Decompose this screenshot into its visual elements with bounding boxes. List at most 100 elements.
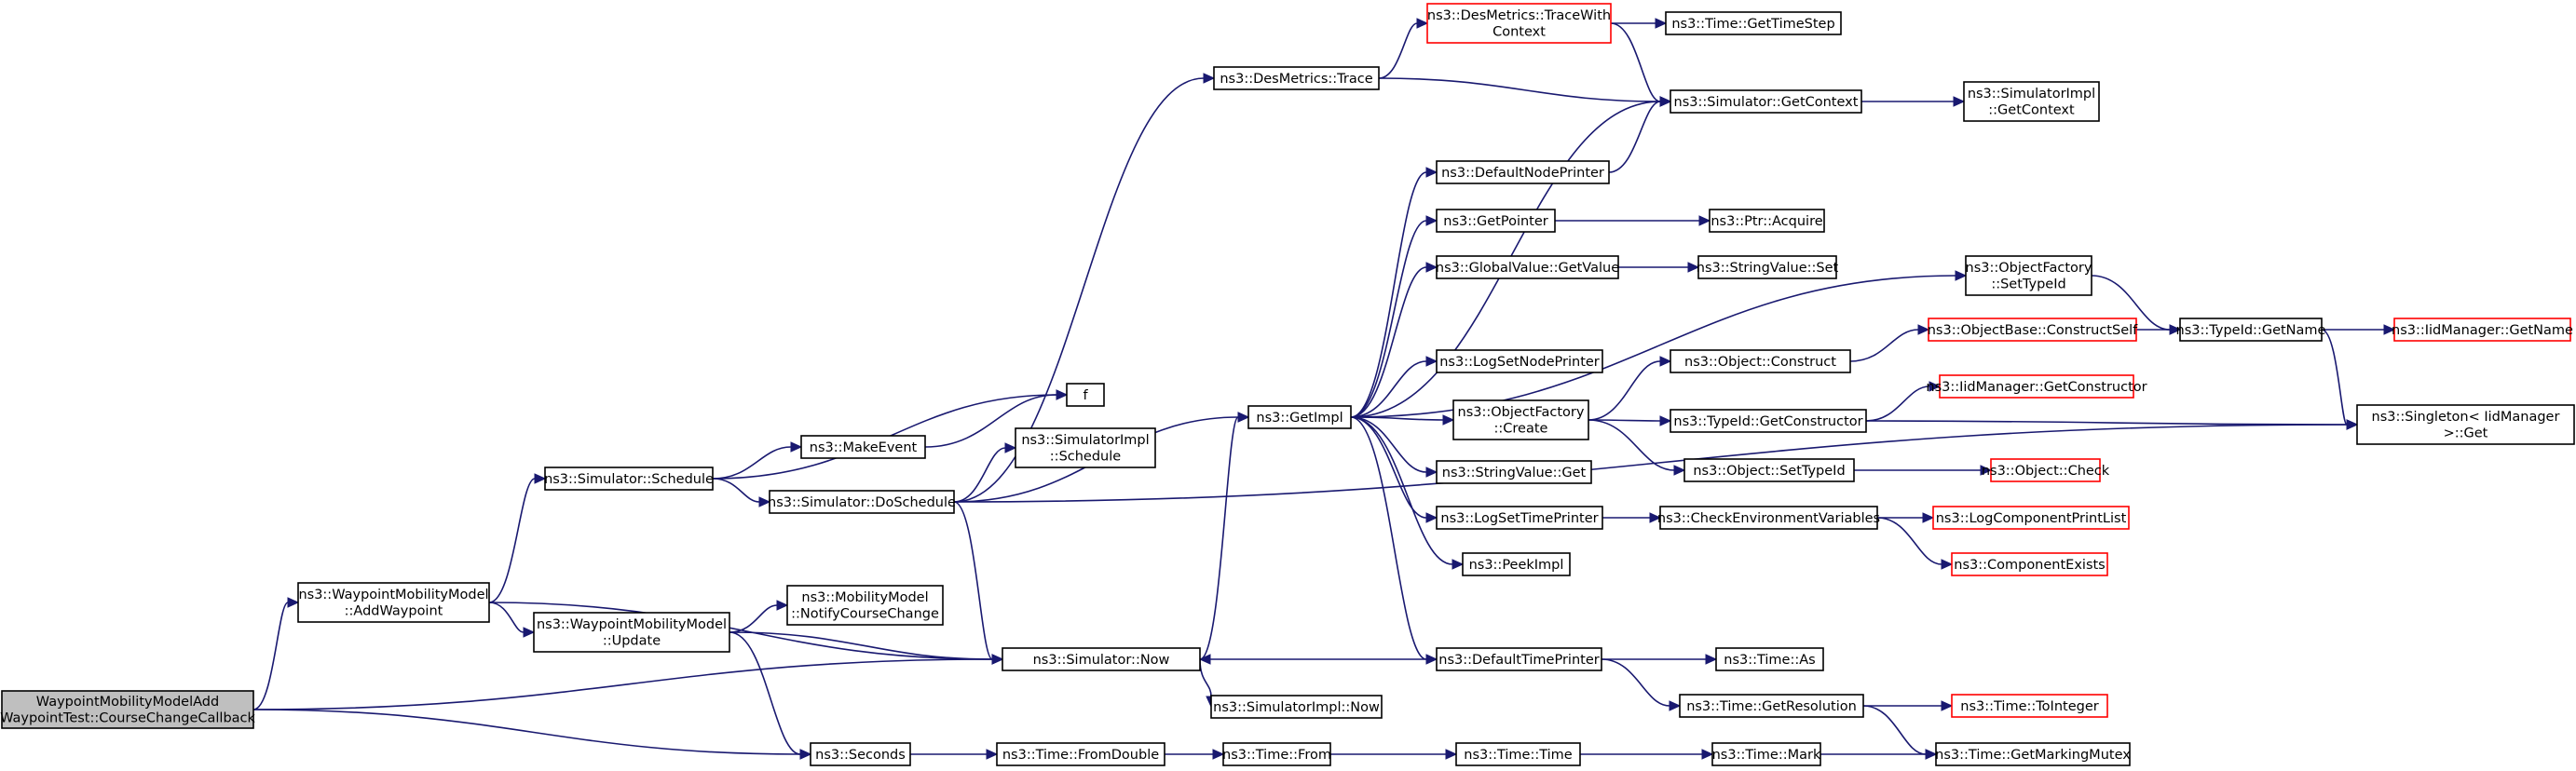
node-label: ns3::Time::ToInteger <box>1960 699 2098 714</box>
node-ptracquire[interactable]: ns3::Ptr::Acquire <box>1709 209 1825 233</box>
node-logcomponentprintlist[interactable]: ns3::LogComponentPrintList <box>1932 506 2130 530</box>
node-componentexists[interactable]: ns3::ComponentExists <box>1951 552 2108 576</box>
edge-destracectx-to-gettimestep <box>1611 18 1668 29</box>
call-edges <box>252 18 2396 760</box>
edge-getconstructor-to-iidgetconstructor <box>1865 381 1942 422</box>
node-logsettimeprinter[interactable]: ns3::LogSetTimePrinter <box>1436 506 1603 530</box>
arrowhead-icon <box>1649 512 1662 523</box>
edge-doschedule-to-destrace <box>953 73 1216 503</box>
node-timeas[interactable]: ns3::Time::As <box>1715 647 1824 671</box>
node-globalvalue[interactable]: ns3::GlobalValue::GetValue <box>1436 255 1619 279</box>
node-label: ns3::LogSetNodePrinter <box>1439 355 1600 370</box>
node-defaulttimeprinter[interactable]: ns3::DefaultTimePrinter <box>1436 647 1602 671</box>
node-box <box>800 435 926 459</box>
node-getpointer[interactable]: ns3::GetPointer <box>1436 209 1556 233</box>
node-iidgetconstructor[interactable]: ns3::IidManager::GetConstructor <box>1926 374 2147 399</box>
node-objectconstruct[interactable]: ns3::Object::Construct <box>1670 349 1851 373</box>
node-label: ns3::WaypointMobilityModel <box>537 617 727 632</box>
node-label: ns3::LogSetTimePrinter <box>1440 511 1598 526</box>
node-typeidgetname[interactable]: ns3::TypeId::GetName <box>2176 318 2326 342</box>
edge-line <box>712 478 760 503</box>
node-tointeger[interactable]: ns3::Time::ToInteger <box>1951 694 2108 718</box>
arrowhead-icon <box>1452 559 1465 570</box>
node-time[interactable]: ns3::Time::Time <box>1455 742 1581 766</box>
edge-line <box>1876 517 1942 565</box>
node-root[interactable]: WaypointMobilityModelAddWaypointTest::Co… <box>0 690 256 729</box>
node-addwaypoint[interactable]: ns3::WaypointMobilityModel::AddWaypoint <box>297 582 490 623</box>
node-box <box>1963 81 2100 122</box>
node-makeevent[interactable]: ns3::MakeEvent <box>800 435 926 459</box>
node-objfactorysettypeid[interactable]: ns3::ObjectFactory::SetTypeId <box>1965 255 2092 296</box>
node-fromdouble[interactable]: ns3::Time::FromDouble <box>996 742 1165 766</box>
node-seconds[interactable]: ns3::Seconds <box>810 742 911 766</box>
node-objectcheck[interactable]: ns3::Object::Check <box>1982 458 2110 482</box>
node-label: ns3::Time::FromDouble <box>1002 748 1159 763</box>
node-objectsettypeid[interactable]: ns3::Object::SetTypeId <box>1683 458 1855 482</box>
node-label: >::Get <box>2444 426 2488 441</box>
node-destrace[interactable]: ns3::DesMetrics::Trace <box>1213 66 1380 90</box>
node-box <box>1683 458 1855 482</box>
node-checkenv[interactable]: ns3::CheckEnvironmentVariables <box>1657 506 1880 530</box>
edge-getpointer-to-ptracquire <box>1555 215 1711 226</box>
node-getcontext[interactable]: ns3::Simulator::GetContext <box>1670 89 1862 114</box>
arrowhead-icon <box>1425 167 1438 178</box>
node-logsetnodeprinter[interactable]: ns3::LogSetNodePrinter <box>1436 349 1603 373</box>
node-simimplgetcontext[interactable]: ns3::SimulatorImpl::GetContext <box>1963 81 2100 122</box>
edge-line <box>1588 360 1661 421</box>
node-iidgetname[interactable]: ns3::IidManager::GetName <box>2392 318 2573 342</box>
node-defaultnodeprinter[interactable]: ns3::DefaultNodePrinter <box>1436 160 1610 184</box>
edge-line <box>252 602 289 710</box>
node-label: ns3::MobilityModel <box>801 590 928 605</box>
edge-getimpl-to-peekimpl <box>1350 416 1465 570</box>
arrowhead-icon <box>790 441 803 453</box>
node-getimpl[interactable]: ns3::GetImpl <box>1247 405 1352 429</box>
edge-line <box>1865 420 2348 426</box>
node-gettimestep[interactable]: ns3::Time::GetTimeStep <box>1665 11 1842 35</box>
edge-getresolution-to-tointeger <box>1862 700 1954 711</box>
node-simimplnow[interactable]: ns3::SimulatorImpl::Now <box>1210 695 1383 719</box>
node-from[interactable]: ns3::Time::From <box>1222 742 1331 766</box>
edge-defaulttimeprinter-to-now <box>1198 654 1438 665</box>
edge-line <box>953 424 2348 503</box>
node-box <box>1436 506 1603 530</box>
node-schedule[interactable]: ns3::Simulator::Schedule <box>544 467 714 491</box>
edge-destracectx-to-getcontext <box>1610 22 1672 107</box>
node-getconstructor[interactable]: ns3::TypeId::GetConstructor <box>1670 409 1867 433</box>
edge-objectconstruct-to-constructself <box>1849 324 1930 362</box>
arrowhead-icon <box>523 627 536 638</box>
node-now[interactable]: ns3::Simulator::Now <box>1002 647 1201 671</box>
node-update[interactable]: ns3::WaypointMobilityModel::Update <box>533 612 730 653</box>
node-getresolution[interactable]: ns3::Time::GetResolution <box>1679 694 1864 718</box>
node-constructself[interactable]: ns3::ObjectBase::ConstructSelf <box>1928 318 2138 342</box>
arrowhead-icon <box>1929 381 1942 392</box>
node-stringvalueget[interactable]: ns3::StringValue::Get <box>1436 460 1592 484</box>
node-label: ns3::Ptr::Acquire <box>1711 214 1822 229</box>
node-objfactorycreate[interactable]: ns3::ObjectFactory::Create <box>1452 399 1589 440</box>
node-f[interactable]: f <box>1066 383 1105 407</box>
node-label: ns3::TypeId::GetName <box>2176 323 2326 338</box>
edge-line <box>1862 705 1927 755</box>
node-singleton[interactable]: ns3::Singleton< IidManager >::Get <box>2356 404 2575 445</box>
node-stringvalueset[interactable]: ns3::StringValue::Set <box>1697 255 1839 279</box>
edge-line <box>1199 658 1212 697</box>
node-getmarkingmutex[interactable]: ns3::Time::GetMarkingMutex <box>1935 742 2131 766</box>
node-label: ns3::SimulatorImpl <box>1021 433 1149 448</box>
arrowhead-icon <box>1425 215 1438 226</box>
node-simimplschedule[interactable]: ns3::SimulatorImpl::Schedule <box>1015 427 1156 468</box>
node-notify[interactable]: ns3::MobilityModel::NotifyCourseChange <box>786 585 944 626</box>
node-mark[interactable]: ns3::Time::Mark <box>1711 742 1821 766</box>
edge-checkenv-to-componentexists <box>1876 517 1954 570</box>
edge-root-to-addwaypoint <box>252 597 300 710</box>
edge-seconds-to-fromdouble <box>910 749 999 760</box>
arrowhead-icon <box>991 654 1004 665</box>
node-label: WaypointTest::CourseChangeCallback <box>0 711 255 726</box>
node-doschedule[interactable]: ns3::Simulator::DoSchedule <box>768 490 956 514</box>
edge-doschedule-to-singleton <box>953 419 2359 503</box>
edge-line <box>1350 275 1956 418</box>
node-box <box>1436 255 1619 279</box>
node-peekimpl[interactable]: ns3::PeekImpl <box>1462 552 1571 576</box>
node-box <box>2356 404 2575 445</box>
node-box <box>1939 374 2134 399</box>
arrowhead-icon <box>1953 96 1966 107</box>
